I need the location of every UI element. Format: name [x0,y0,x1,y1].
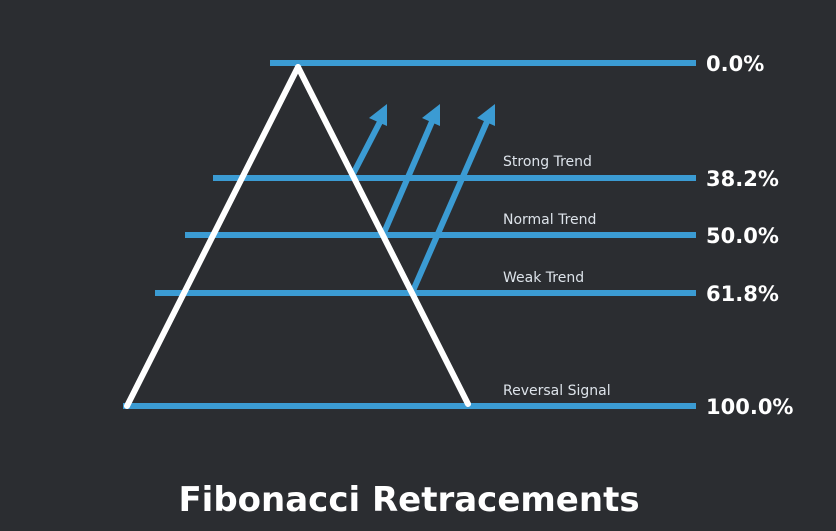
percent-label-38-2: 38.2% [706,167,779,191]
percent-labels: 0.0% 38.2% 50.0% 61.8% 100.0% [706,52,793,419]
arrow-weak-head [477,104,495,126]
triangle-left-leg [124,64,301,409]
trend-labels: Strong Trend Normal Trend Weak Trend Rev… [503,154,611,399]
diagram-title: Fibonacci Retracements [178,480,639,520]
trend-arrows [348,104,495,295]
arrow-strong-head [369,104,387,126]
arrow-normal-head [422,104,440,126]
trend-label-reversal: Reversal Signal [503,383,611,399]
trend-label-strong: Strong Trend [503,154,592,170]
level-lines [123,60,696,409]
arrow-normal-shaft [380,115,437,237]
trend-label-normal: Normal Trend [503,212,596,228]
percent-label-50: 50.0% [706,224,779,248]
percent-label-0: 0.0% [706,52,764,76]
trend-label-weak: Weak Trend [503,270,584,286]
percent-label-61-8: 61.8% [706,282,779,306]
triangle-right-leg [295,64,471,407]
price-triangle [124,64,471,409]
arrow-weak-shaft [409,115,492,295]
percent-label-100: 100.0% [706,395,793,419]
arrow-strong-shaft [348,116,385,180]
